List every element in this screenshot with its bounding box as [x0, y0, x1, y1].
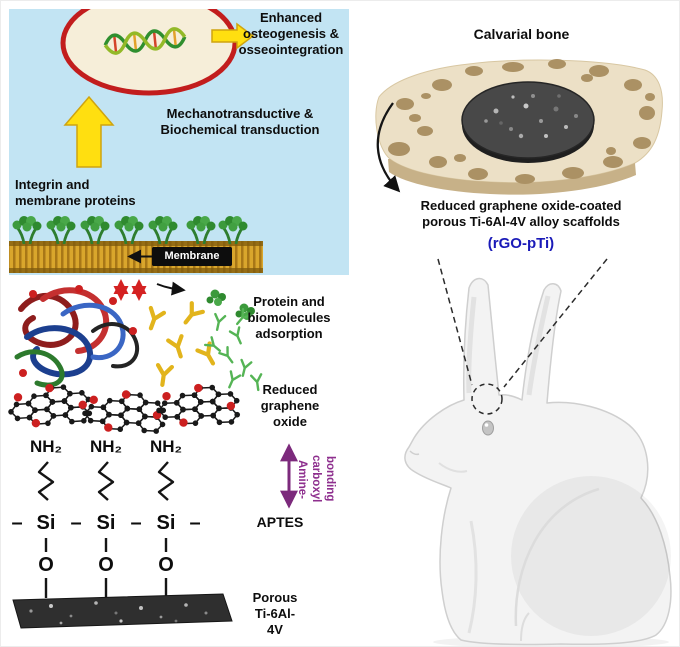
nh2-label: NH₂: [149, 437, 183, 456]
integrin-label: Integrin and membrane proteins: [15, 177, 136, 208]
callout-arrow-icon: [376, 102, 401, 193]
si-label: Si: [96, 512, 116, 534]
bone-pores: [388, 59, 655, 184]
bond-dash: –: [70, 512, 82, 534]
o-label: O: [38, 554, 54, 576]
nh2-label: NH₂: [89, 437, 123, 456]
si-label: Si: [36, 512, 56, 534]
o-label: O: [158, 554, 174, 576]
ti-substrate-illustration: [12, 593, 233, 629]
adsorption-arrow-icon: [156, 281, 186, 296]
si-label: Si: [156, 512, 176, 534]
bond-dash: –: [189, 512, 201, 534]
up-arrow-icon: [63, 95, 115, 168]
scaffold-disc: [461, 81, 595, 163]
dna-icon: [103, 27, 187, 55]
protein-adsorption-label: Protein and biomolecules adsorption: [247, 294, 331, 341]
aptes-label: APTES: [256, 514, 304, 530]
callout-dashes: [437, 258, 608, 415]
cell-background: [9, 9, 349, 275]
implant-site-circle: [471, 383, 503, 415]
calvarial-bone-label: Calvarial bone: [473, 26, 570, 42]
enhanced-osteogenesis-label: Enhanced osteogenesis & osseointegration: [238, 10, 344, 57]
bond-dash: –: [130, 512, 142, 534]
right-arrow-icon: [211, 22, 255, 50]
amine-carboxyl-label: Amine-carboxyl bonding: [296, 455, 337, 503]
rgo-label: Reduced graphene oxide: [260, 382, 320, 429]
graphene-sheet-icons: [6, 381, 240, 435]
aptes-chain-icons: [37, 461, 175, 598]
rabbit-illustration: [404, 277, 672, 646]
rgo-pti-label: (rGO-pTi): [487, 235, 555, 252]
membrane-label: Membrane: [152, 247, 232, 266]
calvarial-bone-illustration: [375, 59, 663, 195]
bond-dash: –: [11, 512, 23, 534]
protein-tangle-illustration: [14, 285, 140, 388]
substrate-label: Porous Ti-6Al- 4V: [252, 590, 298, 637]
o-label: O: [98, 554, 114, 576]
rabbit-eye: [482, 420, 494, 436]
adsorbed-protein-icon: [206, 289, 226, 306]
mechanotransduction-label: Mechanotransductive & Biochemical transd…: [160, 106, 320, 137]
binding-arrows-icon: [113, 279, 147, 301]
cell-nucleus-illustration: [60, 9, 238, 96]
scaffold-label: Reduced graphene oxide-coated porous Ti-…: [420, 198, 622, 229]
nh2-label: NH₂: [29, 437, 63, 456]
